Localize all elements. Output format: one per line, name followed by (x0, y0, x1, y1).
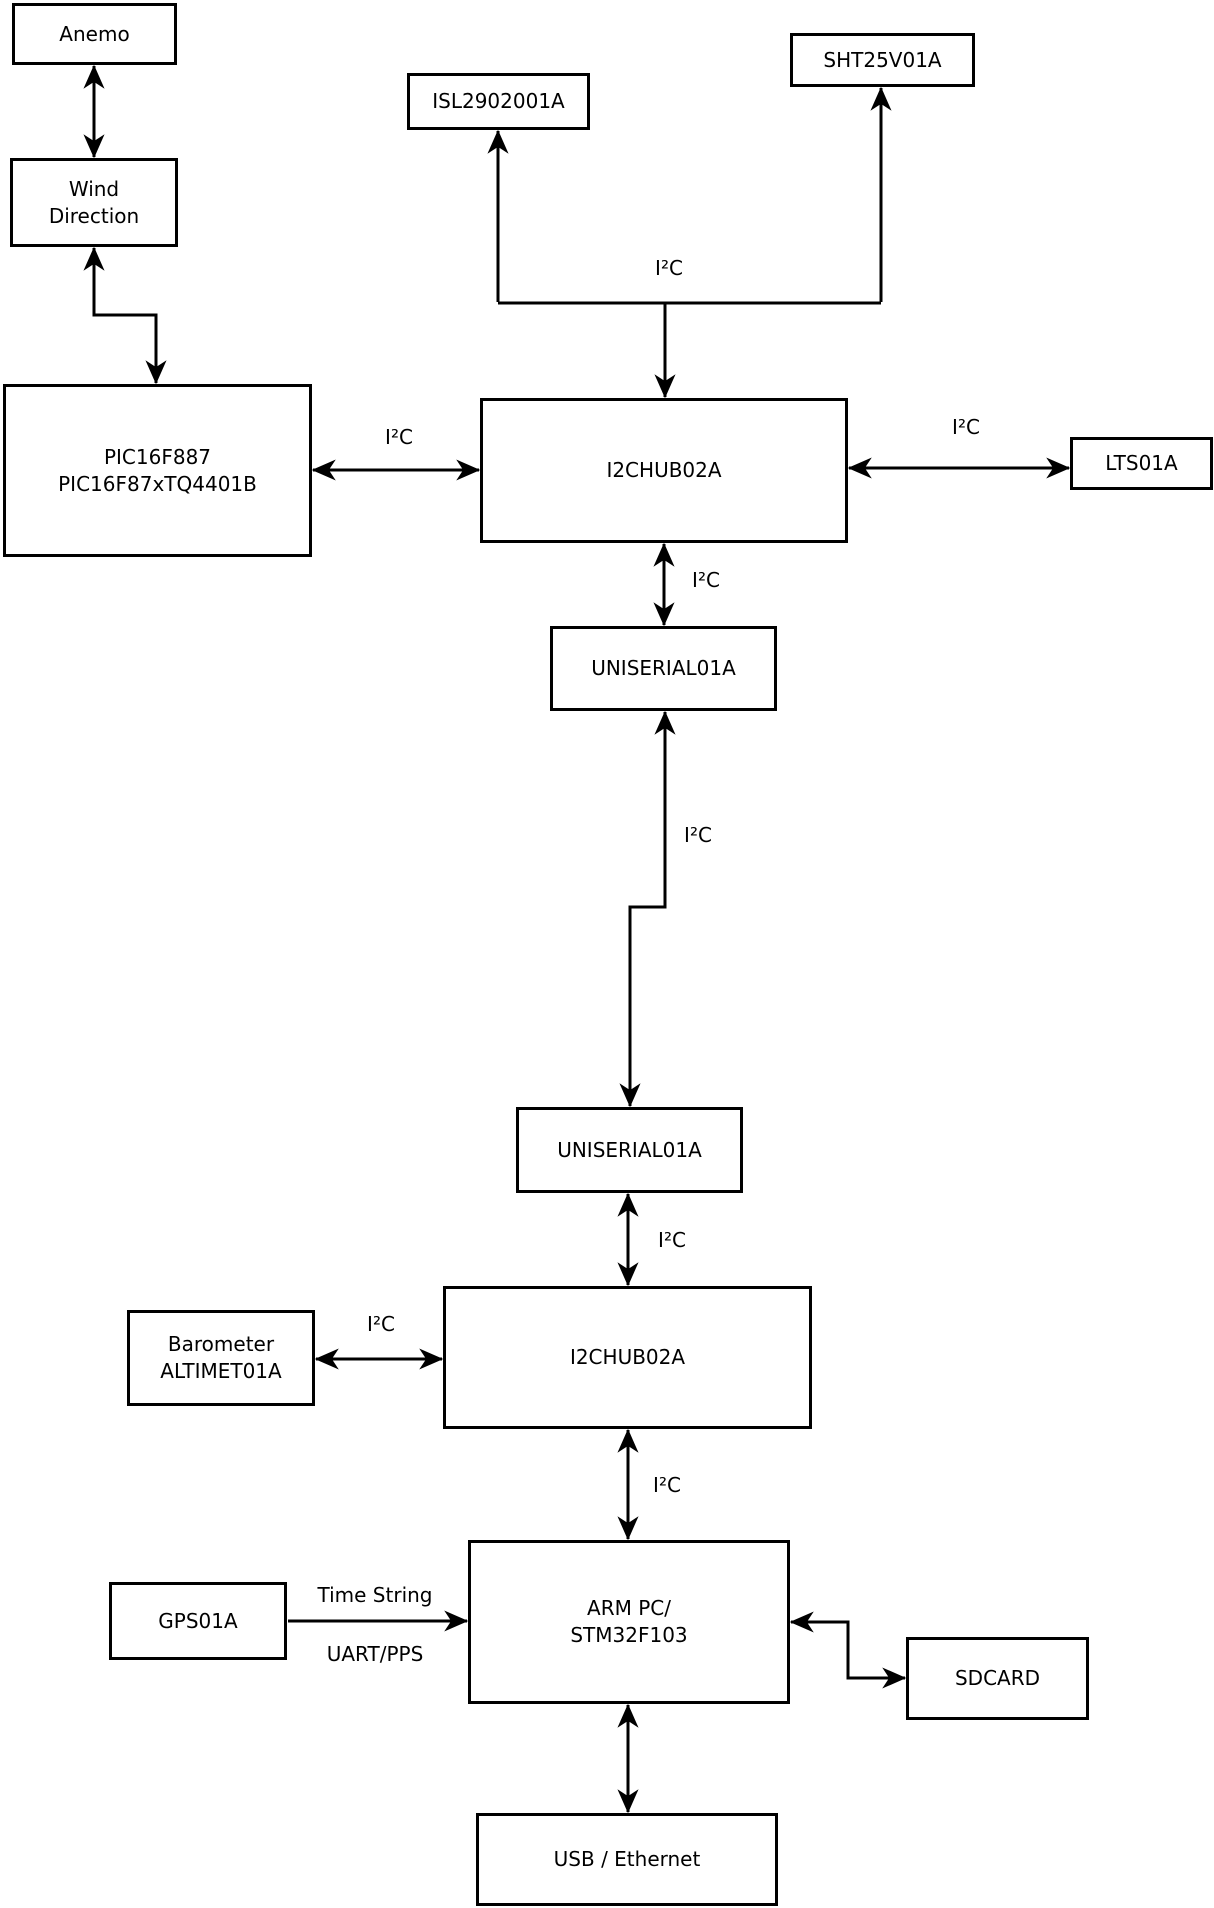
node-label: GPS01A (158, 1608, 238, 1633)
node-label: LTS01A (1105, 451, 1178, 475)
node-wind-direction: Wind Direction (10, 158, 178, 247)
edge-label-i2c-sensor-bus: I²C (655, 256, 683, 280)
node-sht25v01a: SHT25V01A (790, 33, 975, 87)
node-label: USB / Ethernet (553, 1847, 701, 1871)
node-label: Barometer (167, 1332, 275, 1356)
edge-label-i2c-uniserial-link: I²C (684, 823, 712, 847)
edge-label-i2c-hub-armpc: I²C (653, 1473, 681, 1497)
node-pic16f887: PIC16F887 PIC16F87xTQ4401B (3, 384, 312, 557)
node-sdcard: SDCARD (906, 1637, 1089, 1720)
edge-label-i2c-uniserial-hub-bottom: I²C (658, 1228, 686, 1252)
node-label: SHT25V01A (823, 47, 942, 72)
edge-uniserial-top-uniserial-bottom (619, 710, 676, 1108)
edge-wind-pic (83, 246, 167, 385)
edge-label-uart-pps: UART/PPS (326, 1642, 424, 1666)
edge-label-i2c-hub-uniserial-top: I²C (692, 568, 720, 592)
node-barometer-altimet01a: Barometer ALTIMET01A (127, 1310, 315, 1406)
edge-label-i2c-pic-hub: I²C (385, 425, 413, 449)
edge-label-i2c-barometer: I²C (367, 1312, 395, 1336)
node-i2chub02a-top: I2CHUB02A (480, 398, 848, 543)
node-label: Anemo (59, 21, 130, 46)
node-label: ARM PC/ (587, 1596, 671, 1620)
node-label: PIC16F887 (103, 444, 212, 469)
node-lts01a: LTS01A (1070, 437, 1213, 490)
node-label: I2CHUB02A (569, 1345, 686, 1369)
edge-armpc-sdcard (789, 1611, 907, 1689)
edge-label-i2c-lts: I²C (952, 415, 980, 439)
node-label: Wind (68, 176, 120, 201)
node-label: PIC16F87xTQ4401B (58, 471, 257, 496)
node-label: UNISERIAL01A (557, 1137, 702, 1162)
node-i2chub02a-bottom: I2CHUB02A (443, 1286, 812, 1429)
node-uniserial01a-top: UNISERIAL01A (550, 626, 777, 711)
node-label: Direction (48, 203, 140, 228)
edge-label-time-string: Time String (317, 1583, 433, 1607)
node-label: UNISERIAL01A (591, 656, 736, 680)
node-isl2902001a: ISL2902001A (407, 73, 590, 130)
node-label: ALTIMET01A (160, 1359, 282, 1383)
node-anemo: Anemo (12, 3, 177, 65)
node-uniserial01a-bottom: UNISERIAL01A (516, 1107, 743, 1193)
node-usb-ethernet: USB / Ethernet (476, 1813, 778, 1906)
node-label: ISL2902001A (432, 89, 565, 113)
node-label: SDCARD (954, 1666, 1041, 1690)
node-gps01a: GPS01A (109, 1582, 287, 1660)
node-label: I2CHUB02A (606, 458, 722, 482)
node-arm-pc-stm32f103: ARM PC/ STM32F103 (468, 1540, 790, 1704)
node-label: STM32F103 (570, 1623, 688, 1647)
